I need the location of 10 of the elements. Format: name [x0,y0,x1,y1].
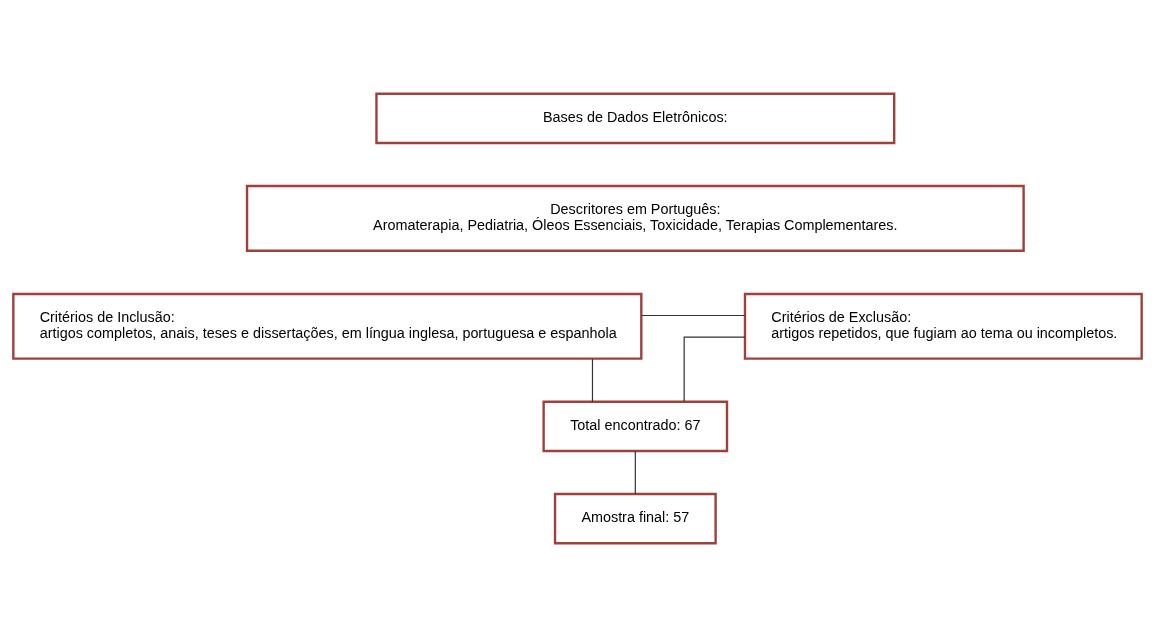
connector [683,335,746,402]
node-box: Bases de Dados Eletrônicos: [375,92,896,144]
connector [641,314,746,316]
connector [634,449,636,494]
connector [591,357,594,402]
node-box: Critérios de Exclusão: artigos repetidos, que fugiam ao tema ou incompletos. [743,292,1143,360]
node-box: Amostra final: 57 [553,492,717,544]
node-box: Critérios de Inclusão: artigos completos, anais, teses e dissertações, em língua inglesa, portuguesa e espanhola [12,292,643,360]
node-box: Descritores em Português: Aromaterapia, Pediatria, Óleos Essenciais, Toxicidade, Terapias Complementares. [245,184,1025,252]
node-box: Total encontrado: 67 [542,400,729,452]
